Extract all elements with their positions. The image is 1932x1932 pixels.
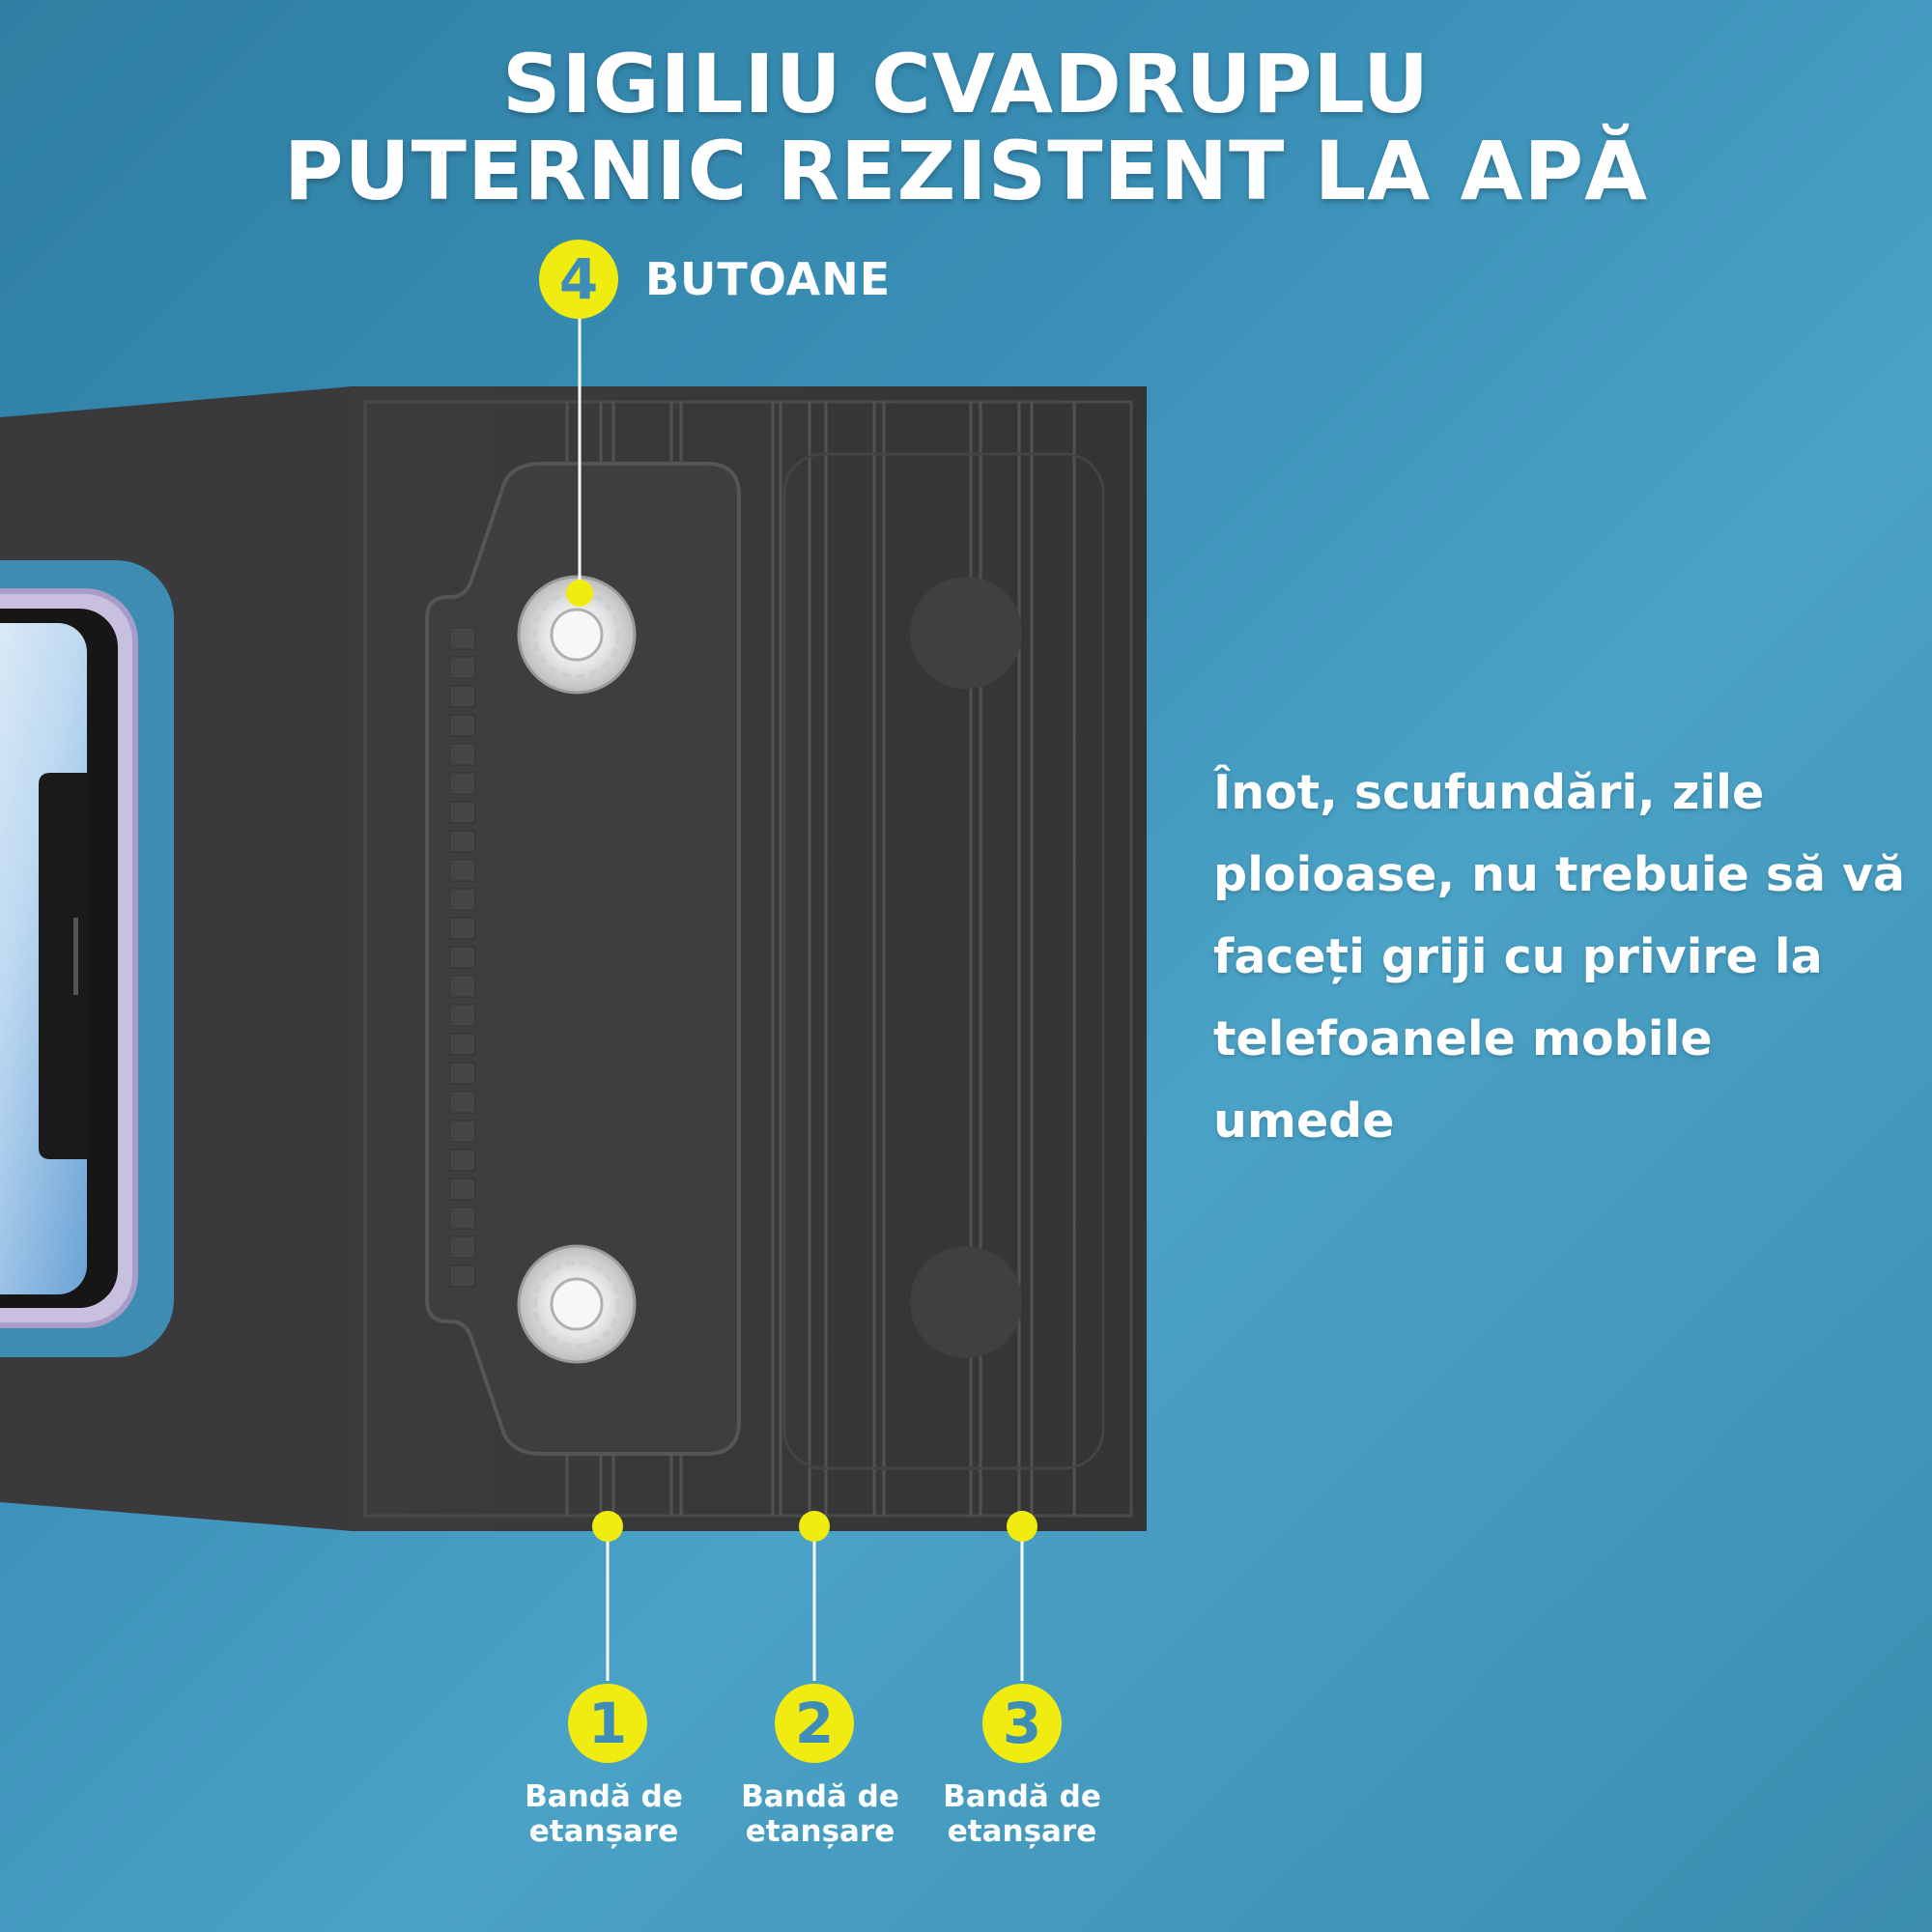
badge-seal-3: 3	[982, 1684, 1062, 1763]
phone-side-button	[73, 918, 78, 995]
phone-screen-notch	[39, 773, 89, 1159]
pouch-seal-inner-border	[363, 400, 1133, 1518]
leader-dots	[566, 580, 1037, 1542]
seal-label-2: Bandă de etanșare	[741, 1779, 899, 1849]
description-text: Înot, scufundări, zile ploioase, nu treb…	[1213, 765, 1906, 1149]
title-line-2: PUTERNIC REZISTENT LA APĂ	[283, 124, 1649, 218]
title-line-1: SIGILIU CVADRUPLU	[501, 37, 1431, 131]
badge-seal-2: 2	[775, 1684, 854, 1763]
snap-button-bottom	[517, 1244, 637, 1364]
snap-button-top	[517, 575, 637, 695]
button-panel	[425, 462, 741, 1456]
grip-ridges	[449, 627, 476, 1288]
buttons-label: BUTOANE	[645, 253, 892, 305]
leader-lines	[578, 319, 1024, 1681]
seal-label-1: Bandă de etanșare	[525, 1779, 683, 1849]
ghost-circle-top	[910, 577, 1022, 689]
ghost-panel	[782, 452, 1105, 1470]
seal-label-3: Bandă de etanșare	[943, 1779, 1101, 1849]
ghost-circle-bottom	[910, 1246, 1022, 1358]
badge-seal-1: 1	[568, 1684, 647, 1763]
badge-buttons: 4	[539, 240, 618, 319]
